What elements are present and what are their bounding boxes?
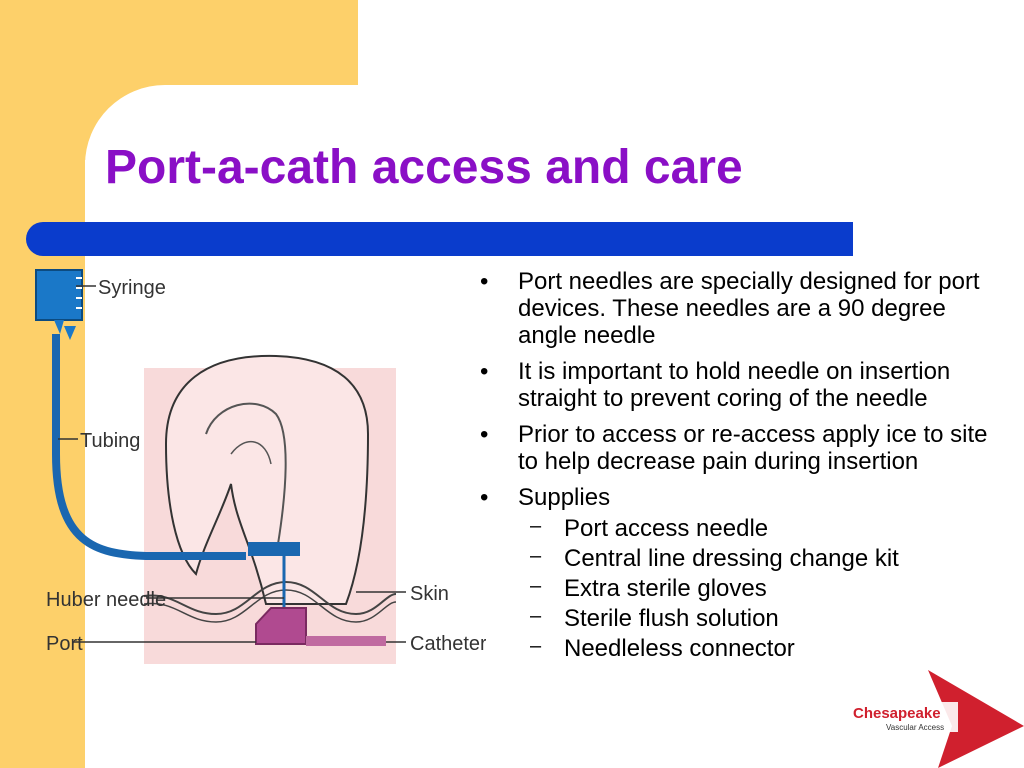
sub-bullet-item: – Port access needle — [530, 515, 769, 542]
logo-brand: Chesapeake — [853, 705, 941, 722]
dash-icon: – — [530, 575, 542, 597]
dash-icon: – — [530, 635, 542, 657]
chesapeake-logo: Chesapeake Vascular Access — [850, 670, 1024, 768]
title-underline-bar — [26, 222, 853, 256]
logo-arrow-icon — [928, 670, 1024, 768]
bullet-dot-icon: • — [480, 421, 489, 448]
sub-bullet-item: – Extra sterile gloves — [530, 575, 767, 602]
bullet-item: • Port needles are specially designed fo… — [480, 268, 980, 349]
bullet-item: • Prior to access or re-access apply ice… — [480, 421, 988, 475]
sub-bullet-item: – Central line dressing change kit — [530, 545, 899, 572]
tubing-illustration — [52, 334, 246, 560]
catheter-illustration — [306, 636, 386, 646]
bullet-dot-icon: • — [480, 268, 489, 295]
bullet-item: • It is important to hold needle on inse… — [480, 358, 951, 412]
hand-illustration — [164, 354, 370, 605]
dash-icon: – — [530, 545, 542, 567]
port-needle-illustration: Syringe Tubing Huber needle Port Skin Ca… — [35, 269, 486, 664]
skin-line — [143, 580, 397, 616]
label-port: Port — [46, 633, 83, 655]
bullet-dot-icon: • — [480, 484, 489, 511]
bullet-dot-icon: • — [480, 358, 489, 385]
syringe-illustration — [35, 269, 83, 321]
dash-icon: – — [530, 605, 542, 627]
label-tubing: Tubing — [80, 430, 140, 452]
dash-icon: – — [530, 515, 542, 537]
label-syringe: Syringe — [98, 277, 166, 299]
logo-tagline: Vascular Access — [886, 723, 944, 732]
label-huber-needle: Huber needle — [46, 589, 166, 611]
needle-hub — [248, 542, 300, 556]
sub-bullet-item: – Sterile flush solution — [530, 605, 779, 632]
port-illustration — [255, 607, 307, 645]
bullet-list: • Port needles are specially designed fo… — [476, 268, 996, 662]
sub-bullet-item: – Needleless connector — [530, 635, 795, 662]
label-catheter: Catheter — [410, 633, 486, 655]
slide-title: Port-a-cath access and care — [105, 141, 743, 194]
bullet-item: • Supplies — [480, 484, 611, 511]
label-skin: Skin — [410, 583, 449, 605]
supplies-sublist: – Port access needle – Central line dres… — [476, 515, 996, 662]
